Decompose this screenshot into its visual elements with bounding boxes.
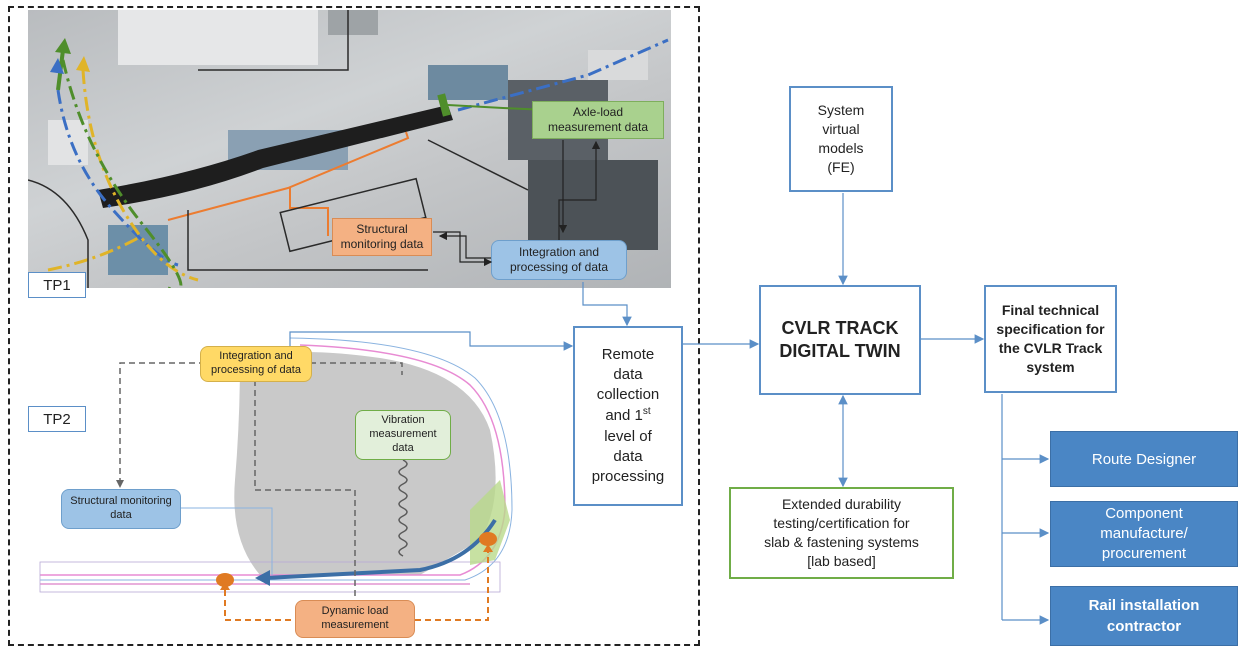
tp1-integration-label: Integration and processing of data — [491, 240, 627, 280]
tp2-dynamic-load-label: Dynamic load measurement — [295, 600, 415, 638]
remote-text-superscript: st — [642, 406, 651, 418]
rail-installation-box: Rail installation contractor — [1050, 586, 1238, 646]
tp2-label: TP2 — [28, 406, 86, 432]
digital-twin-box: CVLR TRACK DIGITAL TWIN — [759, 285, 921, 395]
tp1-structural-monitoring-label: Structural monitoring data — [332, 218, 432, 256]
tp2-structural-monitoring-label: Structural monitoring data — [61, 489, 181, 529]
tp1-axle-load-label: Axle-load measurement data — [532, 101, 664, 139]
remote-data-collection-box: Remote data collection and 1st level of … — [573, 326, 683, 506]
system-virtual-models-box: System virtual models (FE) — [789, 86, 893, 192]
component-manufacture-box: Component manufacture/ procurement — [1050, 501, 1238, 567]
test-programs-region — [8, 6, 700, 646]
tp2-integration-label: Integration and processing of data — [200, 346, 312, 382]
route-designer-box: Route Designer — [1050, 431, 1238, 487]
tp2-vibration-label: Vibration measurement data — [355, 410, 451, 460]
remote-text-part1: Remote data collection and 1 — [596, 345, 660, 425]
remote-text-part2: level of data processing — [591, 427, 665, 486]
final-specification-box: Final technical specification for the CV… — [984, 285, 1117, 393]
tp1-label: TP1 — [28, 272, 86, 298]
durability-testing-box: Extended durability testing/certificatio… — [729, 487, 954, 579]
